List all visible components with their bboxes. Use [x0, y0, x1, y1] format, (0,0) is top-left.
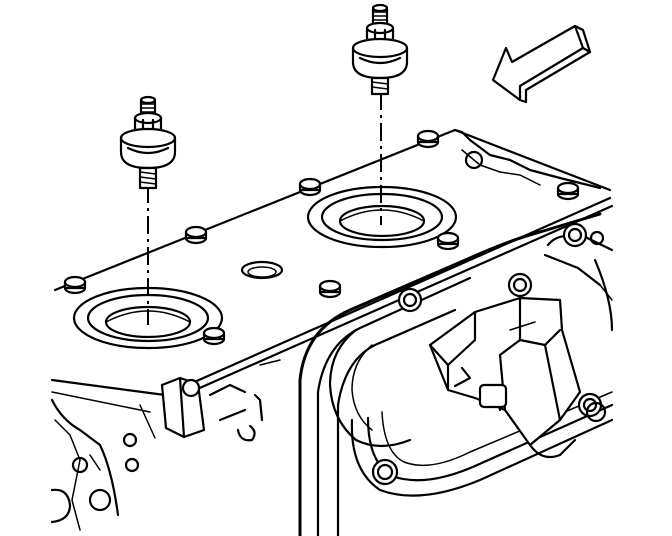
bolt [556, 181, 580, 201]
installation-centerlines [147, 92, 382, 325]
bolt [416, 129, 440, 149]
manifold-bolt [562, 222, 588, 248]
intake-manifold [298, 212, 614, 536]
sensor-bore-left [72, 286, 224, 350]
engine-block-lower-left [50, 359, 281, 531]
bolt [63, 275, 87, 295]
manifold-bolt [507, 272, 533, 298]
cover-bolts [63, 129, 580, 346]
bolt [202, 326, 226, 346]
arrow-down-left-icon [491, 24, 592, 104]
bolt [184, 225, 208, 245]
knock-sensor-right [351, 3, 409, 96]
bolt [436, 231, 460, 251]
knock-sensor-left [119, 95, 177, 190]
mounting-bracket [428, 296, 582, 459]
bolt [298, 177, 322, 197]
manifold-bolt [371, 458, 399, 486]
manifold-bolt [397, 287, 423, 313]
bolt [318, 279, 342, 299]
